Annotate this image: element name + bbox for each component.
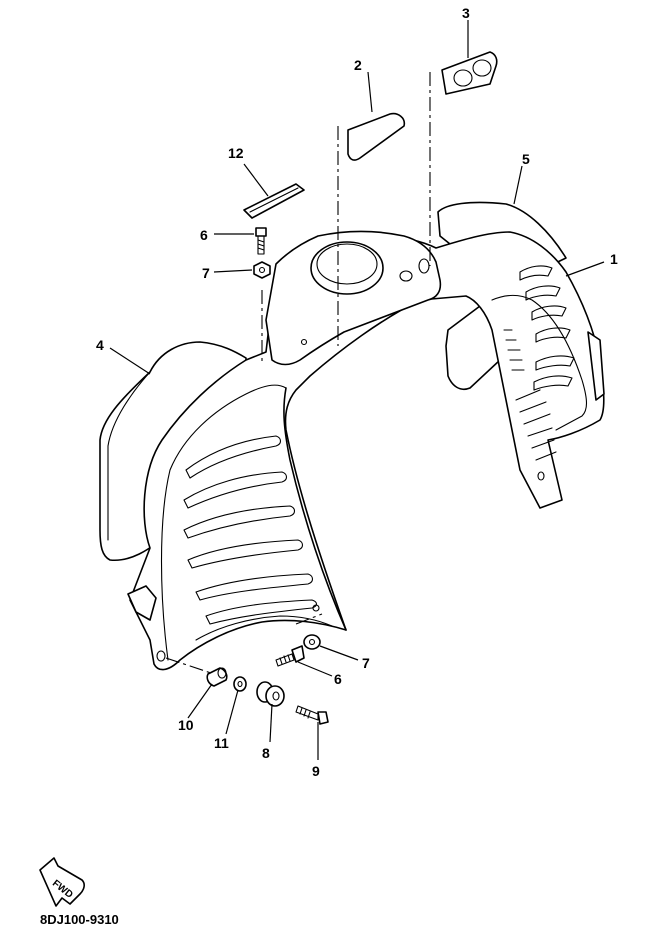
callout-12: 12 [228,145,244,161]
collar-10 [206,667,228,687]
part-1-leg-shield [127,231,605,671]
callout-5: 5 [522,151,530,167]
callout-9: 9 [312,763,320,779]
callout-4: 4 [96,337,104,353]
callout-8: 8 [262,745,270,761]
diagram-code: 8DJ100-9310 [40,912,119,927]
callout-3: 3 [462,5,470,21]
lower-screw-6 [275,645,305,667]
callout-labels: 1 2 3 4 5 6 7 12 7 6 8 9 10 11 [96,5,618,779]
part-3-plate [441,51,498,95]
washer-11 [233,676,247,692]
fwd-arrow-icon: FWD [39,857,85,907]
callout-7-lower: 7 [362,655,370,671]
leader-lines [109,20,605,760]
console-opening [265,230,442,366]
callout-2: 2 [354,57,362,73]
callout-11: 11 [214,735,229,751]
callout-6-lower: 6 [334,671,342,687]
callout-6-upper: 6 [200,227,208,243]
callout-7-upper: 7 [202,265,210,281]
screw-9 [295,705,329,725]
upper-screw-6 [255,227,267,255]
assembly-lines [165,72,431,675]
part-2-plate [347,112,406,161]
grommet-8 [256,681,285,707]
callout-10: 10 [178,717,194,733]
lower-nut-7 [303,634,321,650]
callout-1: 1 [610,251,618,267]
part-12-strip [243,183,305,219]
upper-nut-7 [253,261,271,279]
